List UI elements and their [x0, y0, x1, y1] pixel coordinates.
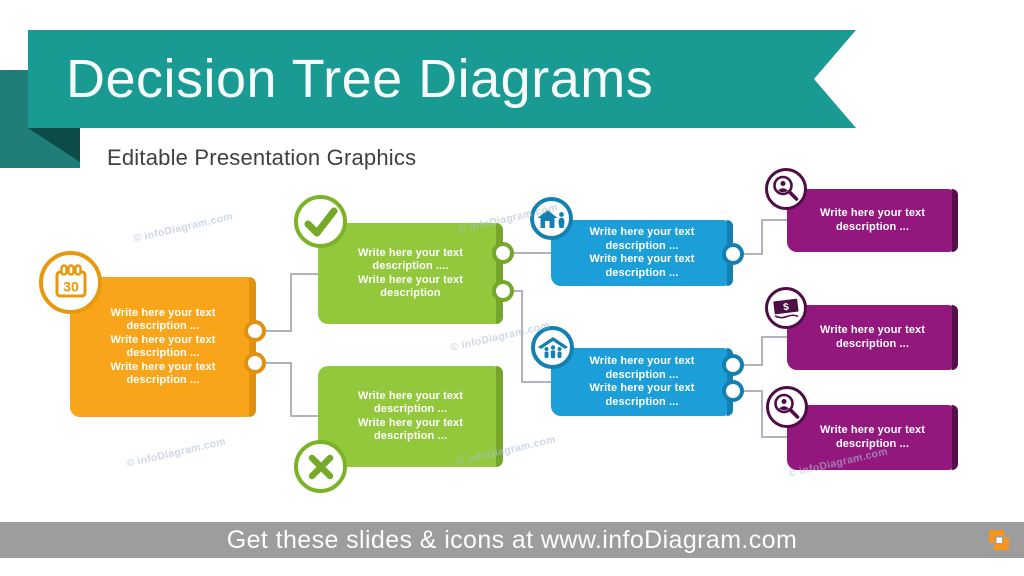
footer-bar: Get these slides & icons at www.infoDiag… [0, 522, 1024, 558]
search-person-icon [765, 168, 807, 210]
box-fold [249, 277, 256, 417]
box-fold [496, 366, 503, 467]
connector-dot [492, 280, 514, 302]
result-3-box[interactable]: Write here your text description ... [787, 405, 958, 470]
calendar-icon: 30 [39, 251, 102, 314]
page-subtitle: Editable Presentation Graphics [107, 145, 417, 170]
box-text-line: Write here your text [589, 382, 695, 394]
box-text-line: description ... [126, 347, 200, 359]
box-fold [952, 305, 958, 370]
connector-dot [722, 243, 744, 265]
connector-dot [722, 354, 744, 376]
box-fold [952, 405, 958, 470]
box-fold [952, 189, 958, 252]
search-person-icon [766, 386, 808, 428]
check-icon [294, 195, 347, 248]
box-text-line: description ... [835, 437, 909, 450]
house-person-icon [530, 197, 573, 240]
connector-dot [244, 320, 266, 342]
box-text-line: Write here your text [110, 360, 216, 373]
box-text-line: Write here your text [819, 207, 926, 219]
box-fold [496, 223, 503, 324]
page-title: Decision Tree Diagrams [66, 49, 654, 109]
box-text-line: description ... [835, 337, 909, 350]
option-bottom-box[interactable]: Write here your text description ... Wri… [551, 348, 733, 416]
box-text-line: description ... [373, 403, 447, 415]
box-text-line: description ... [126, 320, 200, 332]
svg-text:$: $ [783, 302, 790, 314]
box-text-line: description ... [605, 368, 679, 381]
branch-yes-box[interactable]: Write here your text description .... Wr… [318, 223, 503, 324]
option-top-box[interactable]: Write here your text description ... Wri… [551, 220, 733, 286]
result-2-box[interactable]: Write here your text description ... [787, 305, 958, 370]
box-text-line: description ... [835, 220, 909, 233]
box-text-line: Write here your text [357, 389, 464, 402]
box-text-line: description [380, 287, 441, 299]
box-text-line: Write here your text [357, 416, 464, 429]
box-text-line: Write here your text [357, 273, 464, 286]
box-text-line: description ... [126, 374, 200, 386]
box-text-line: Write here your text [110, 306, 216, 319]
box-text-line: description ... [373, 430, 447, 442]
house-family-icon [531, 326, 574, 369]
connector-dot [722, 380, 744, 402]
connector-dot [244, 352, 266, 374]
branch-no-box[interactable]: Write here your text description ... Wri… [318, 366, 503, 467]
infodiagram-logo-icon [986, 527, 1012, 558]
box-text-line: description ... [605, 395, 679, 408]
box-text-line: Write here your text [589, 355, 695, 367]
svg-text:30: 30 [63, 278, 79, 294]
box-text-line: Write here your text [357, 246, 464, 259]
box-text-line: Write here your text [819, 424, 926, 436]
box-text-line: Write here your text [110, 333, 216, 346]
footer-link[interactable]: Get these slides & icons at www.infoDiag… [226, 526, 798, 554]
box-text-line: Write here your text [589, 226, 695, 238]
money-icon: $ [765, 287, 807, 329]
box-text-line: description .... [372, 260, 449, 272]
result-1-box[interactable]: Write here your text description ... [787, 189, 958, 252]
root-box[interactable]: Write here your text description ... Wri… [70, 277, 256, 417]
cross-icon [294, 440, 347, 493]
connector-dot [492, 242, 514, 264]
box-text-line: description ... [605, 266, 679, 279]
ribbon-banner [0, 30, 856, 168]
box-text-line: Write here your text [819, 324, 926, 336]
box-text-line: description ... [605, 239, 679, 252]
box-text-line: Write here your text [589, 253, 695, 265]
